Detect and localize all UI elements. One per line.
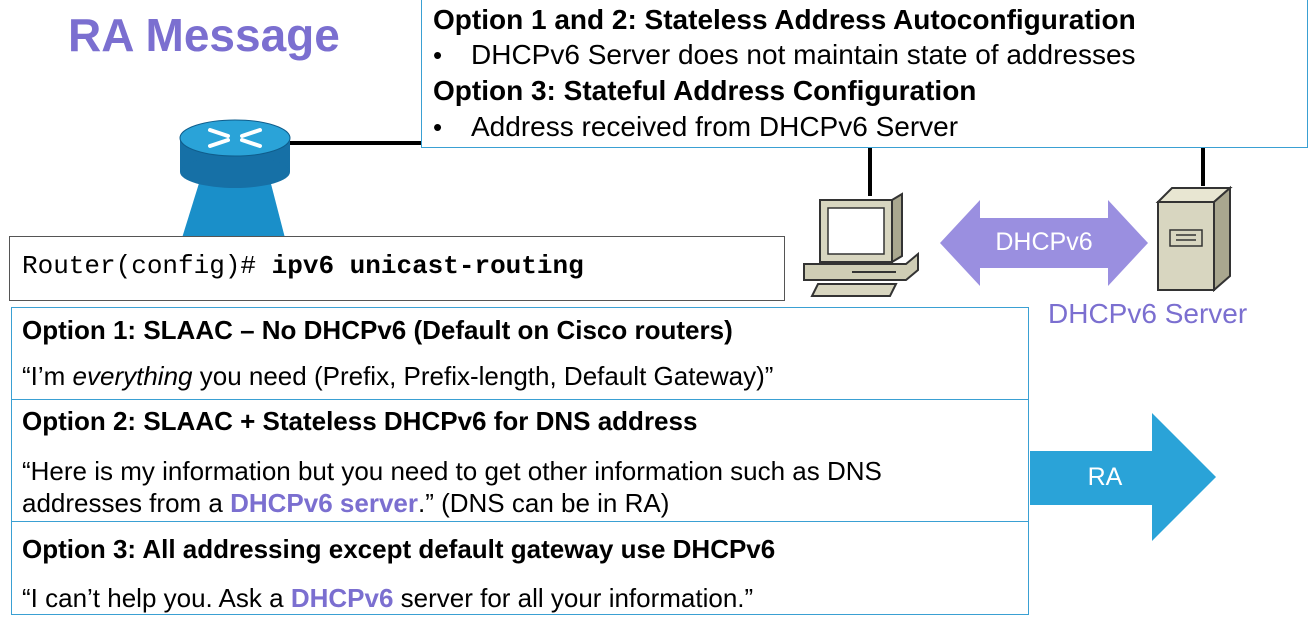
option1-description: “I’m everything you need (Prefix, Prefix… — [22, 361, 774, 391]
cli-line: Router(config)# ipv6 unicast-routing — [22, 251, 584, 281]
option2-description-line1: “Here is my information but you need to … — [22, 456, 882, 486]
option2-description-line2: addresses from a DHCPv6 server.” (DNS ca… — [22, 488, 670, 518]
info-bullet-stateless: DHCPv6 Server does not maintain state of… — [471, 39, 1136, 70]
option1-title: Option 1: SLAAC – No DHCPv6 (Default on … — [22, 315, 733, 345]
dhcpv6-arrow-label: DHCPv6 — [995, 228, 1093, 256]
address-config-info-box: Option 1 and 2: Stateless Address Autoco… — [421, 0, 1308, 148]
option3-description: “I can’t help you. Ask a DHCPv6 server f… — [22, 583, 754, 613]
divider — [12, 521, 1028, 522]
dhcpv6-server-label: DHCPv6 Server — [1048, 298, 1248, 329]
ra-options-box: Option 1: SLAAC – No DHCPv6 (Default on … — [11, 307, 1029, 615]
cli-command-box: Router(config)# ipv6 unicast-routing — [9, 236, 785, 301]
cli-prompt: Router(config)# — [22, 251, 272, 281]
option2-title: Option 2: SLAAC + Stateless DHCPv6 for D… — [22, 406, 698, 436]
pc-icon — [803, 192, 919, 297]
divider — [12, 399, 1028, 400]
dhcpv6-server-highlight: DHCPv6 server — [230, 488, 418, 518]
info-heading-stateless: Option 1 and 2: Stateless Address Autoco… — [433, 4, 1136, 35]
info-bullet-stateful: Address received from DHCPv6 Server — [471, 111, 959, 142]
server-icon — [1155, 185, 1233, 292]
bullet-icon: • — [433, 112, 443, 142]
option3-title: Option 3: All addressing except default … — [22, 534, 776, 564]
ra-arrow-label: RA — [1087, 463, 1123, 491]
dhcpv6-double-arrow: DHCPv6 — [940, 200, 1148, 286]
dhcpv6-highlight: DHCPv6 — [290, 583, 394, 613]
info-heading-stateful: Option 3: Stateful Address Configuration — [433, 75, 977, 106]
router-icon — [179, 119, 291, 238]
bullet-icon: • — [433, 40, 443, 70]
page-title: RA Message — [68, 9, 340, 61]
cli-command: ipv6 unicast-routing — [271, 251, 584, 281]
ra-arrow: RA — [1030, 413, 1216, 541]
